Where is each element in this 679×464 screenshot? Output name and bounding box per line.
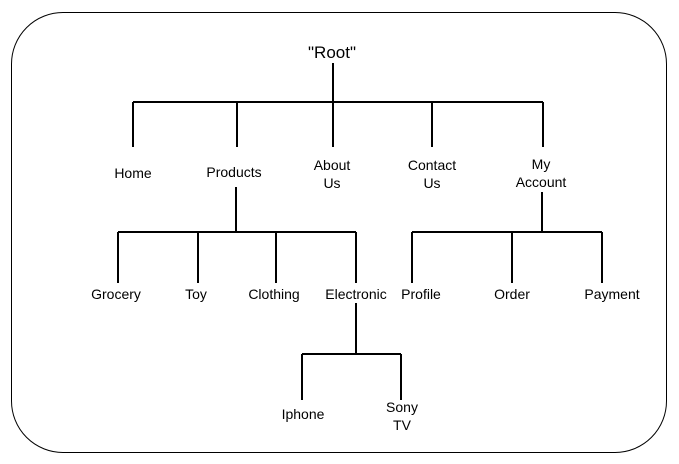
node-electronic: Electronic	[325, 286, 387, 302]
node-contact-us: Contact Us	[407, 157, 457, 191]
node-clothing: Clothing	[248, 286, 300, 302]
node-home: Home	[114, 165, 152, 181]
node-iphone: Iphone	[281, 406, 325, 422]
node-toy: Toy	[185, 286, 207, 302]
node-products: Products	[206, 164, 262, 180]
diagram-frame	[11, 12, 667, 453]
node-root: "Root"	[308, 43, 356, 62]
node-sony-tv: Sony TV	[386, 399, 418, 433]
node-profile: Profile	[401, 286, 441, 302]
node-about-us: About Us	[313, 157, 351, 191]
node-order: Order	[494, 286, 530, 302]
node-grocery: Grocery	[91, 286, 141, 302]
node-my-account: My Account	[515, 156, 567, 190]
node-payment: Payment	[584, 286, 640, 302]
